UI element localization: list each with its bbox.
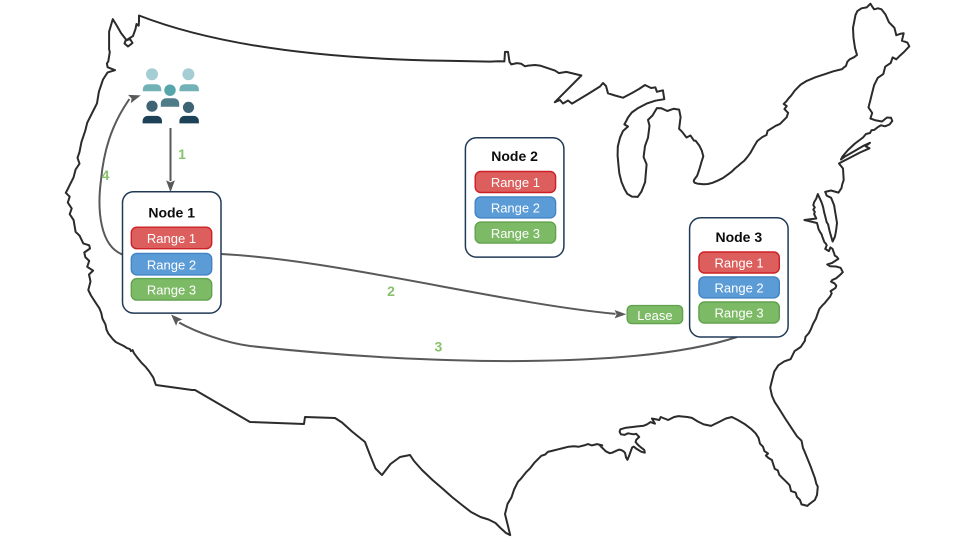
svg-text:Range 3: Range 3 — [491, 226, 540, 241]
svg-text:2: 2 — [387, 283, 395, 299]
svg-text:Range 1: Range 1 — [715, 256, 764, 271]
svg-text:4: 4 — [102, 167, 110, 183]
svg-text:3: 3 — [435, 339, 443, 355]
svg-text:Range 3: Range 3 — [147, 283, 196, 298]
svg-text:Range 2: Range 2 — [147, 257, 196, 272]
svg-text:Range 2: Range 2 — [715, 281, 764, 296]
svg-text:1: 1 — [178, 146, 186, 162]
svg-text:Range 3: Range 3 — [715, 306, 764, 321]
svg-text:Range 1: Range 1 — [147, 231, 196, 246]
svg-text:Range 1: Range 1 — [491, 175, 540, 190]
svg-text:Node 1: Node 1 — [148, 205, 195, 221]
svg-text:Lease: Lease — [637, 308, 672, 323]
svg-text:Range 2: Range 2 — [491, 201, 540, 216]
svg-text:Node 2: Node 2 — [491, 148, 538, 164]
svg-text:Node 3: Node 3 — [715, 229, 762, 245]
